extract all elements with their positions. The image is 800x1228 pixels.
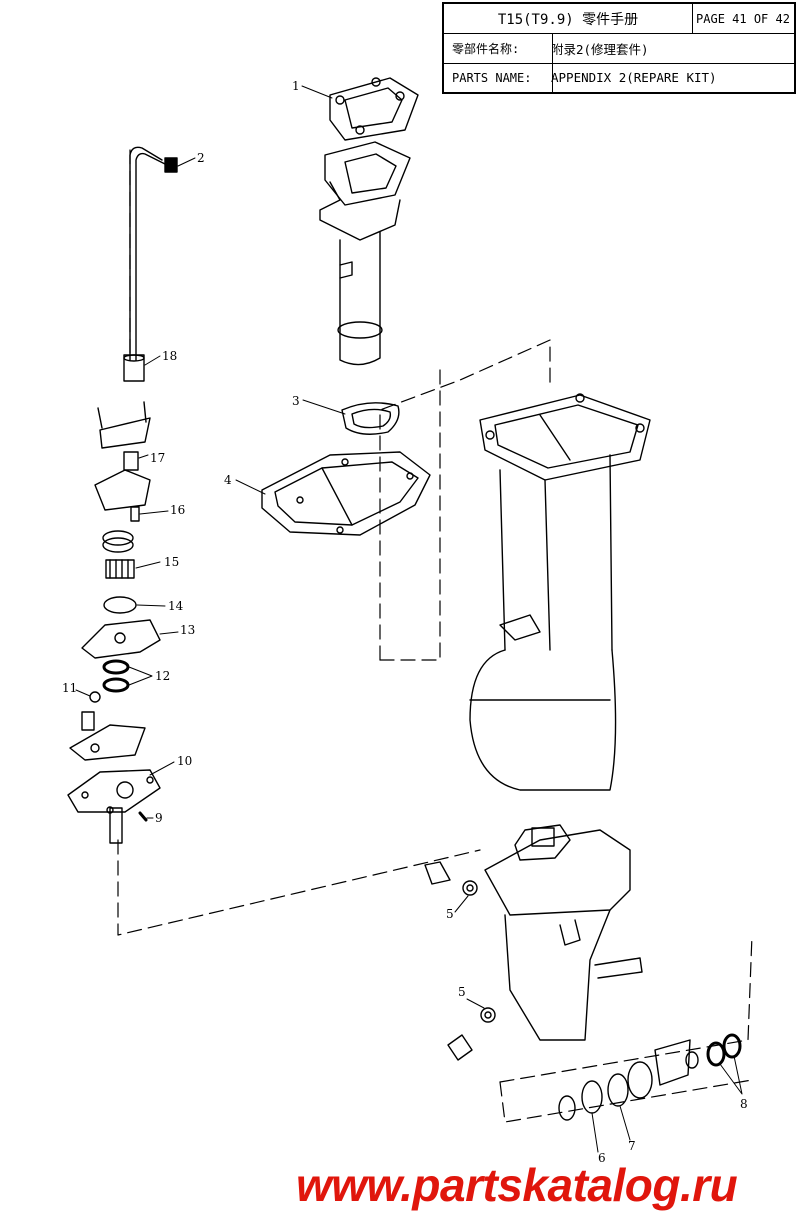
part-15-impeller [105, 559, 135, 579]
part-13-plate [81, 619, 161, 659]
part-7-o-ring [607, 1061, 653, 1107]
manual-title: T15(T9.9) 零件手册 [444, 4, 693, 33]
part-pump-base [69, 711, 146, 761]
callout-4: 4 [224, 473, 232, 487]
part-9-pin [109, 807, 148, 844]
part-5-plug-lower [447, 1007, 496, 1061]
callout-6: 6 [598, 1151, 606, 1165]
parts-name-cn-value: 附录2(修理套件) [551, 41, 649, 57]
callout-14: 14 [168, 599, 184, 613]
part-3-seal [341, 402, 400, 435]
part-6-seal [558, 1080, 603, 1121]
part-2-cable-clip [129, 146, 178, 361]
parts-name-cn-label: 零部件名称: [444, 33, 553, 63]
part-18-grommet [123, 354, 145, 382]
part-4-gasket [261, 451, 431, 536]
part-17-pump-housing [94, 401, 151, 511]
callout-10: 10 [177, 754, 192, 768]
part-impeller-insert [102, 530, 134, 553]
part-12-seals [102, 659, 130, 693]
callout-17: 17 [150, 451, 165, 465]
callout-16: 16 [170, 503, 185, 517]
callout-3: 3 [292, 394, 300, 408]
part-14-o-ring [103, 596, 137, 614]
callout-8: 8 [740, 1097, 748, 1111]
part-8-oil-seals [654, 1033, 742, 1086]
watermark-url: www.partskatalog.ru [296, 1159, 738, 1211]
callout-11: 11 [62, 681, 77, 695]
callout-7: 7 [628, 1139, 636, 1153]
assembly-dashed-lines [117, 149, 753, 1123]
parts-name-en-value: APPENDIX 2(REPARE KIT) [551, 70, 717, 85]
gearcase [484, 824, 643, 1041]
callout-5b: 5 [458, 985, 466, 999]
callout-13: 13 [180, 623, 195, 637]
callout-5a: 5 [446, 907, 454, 921]
callout-1: 1 [292, 79, 300, 93]
title-row: T15(T9.9) 零件手册 PAGE 41 OF 42 [444, 4, 794, 34]
callout-12: 12 [155, 669, 170, 683]
parts-name-cn-row: 零部件名称: 附录2(修理套件) [444, 33, 794, 64]
callout-2: 2 [197, 151, 205, 165]
drive-shaft-housing [469, 393, 651, 791]
page-number: PAGE 41 OF 42 [696, 11, 790, 26]
part-1-exhaust-guide [319, 77, 419, 366]
parts-name-en-row: PARTS NAME: APPENDIX 2(REPARE KIT) [444, 63, 794, 92]
title-block: T15(T9.9) 零件手册 PAGE 41 OF 42 零部件名称: 附录2(… [442, 2, 796, 94]
parts-name-en-label: PARTS NAME: [444, 63, 553, 92]
callout-18: 18 [162, 349, 177, 363]
part-5-plug-upper [424, 861, 478, 896]
callout-15: 15 [164, 555, 179, 569]
callout-9: 9 [155, 811, 163, 825]
part-10-gasket [67, 769, 161, 814]
part-16-key [130, 506, 140, 522]
part-11-ball [89, 691, 101, 703]
